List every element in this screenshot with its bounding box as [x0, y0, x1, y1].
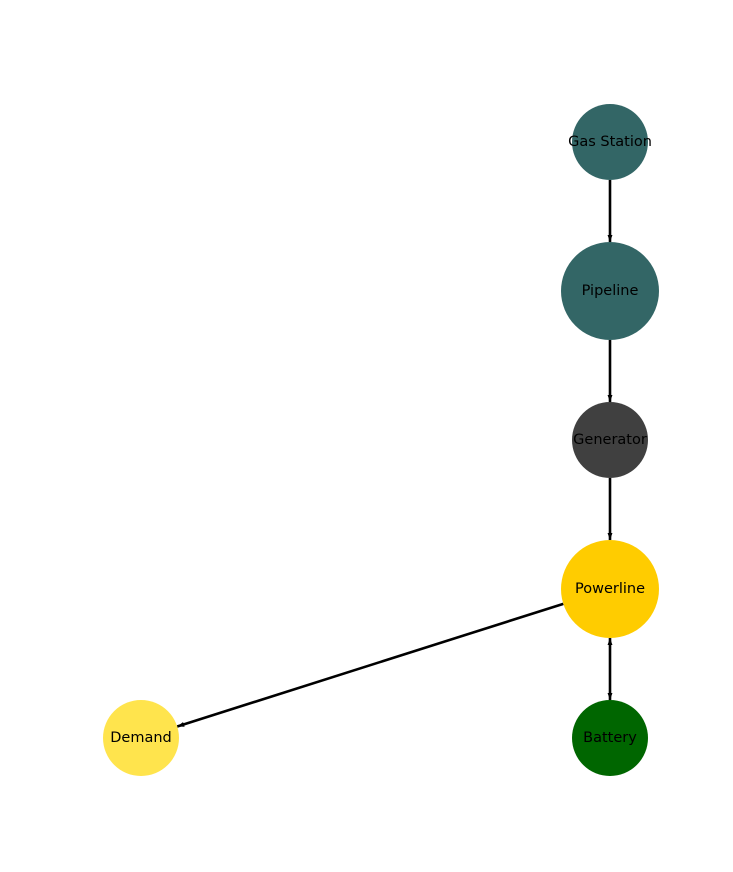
- node-label-demand: Demand: [110, 730, 172, 746]
- node-gas_station: Gas Station: [568, 104, 652, 180]
- node-demand: Demand: [103, 700, 179, 776]
- node-circle-generator: [572, 402, 648, 478]
- node-label-powerline: Powerline: [575, 581, 645, 597]
- node-powerline: Powerline: [561, 540, 659, 638]
- node-generator: Generator: [572, 402, 648, 478]
- node-circle-demand: [103, 700, 179, 776]
- nodes-layer: Gas StationPipelineGeneratorPowerlineDem…: [103, 104, 659, 776]
- edges-layer: [176, 180, 613, 728]
- node-battery: Battery: [572, 700, 648, 776]
- node-circle-pipeline: [561, 242, 659, 340]
- node-label-pipeline: Pipeline: [582, 283, 639, 299]
- node-label-gas_station: Gas Station: [568, 134, 652, 150]
- node-circle-gas_station: [572, 104, 648, 180]
- node-pipeline: Pipeline: [561, 242, 659, 340]
- node-label-generator: Generator: [573, 432, 647, 448]
- edge-powerline-to-demand: [176, 602, 564, 728]
- node-circle-battery: [572, 700, 648, 776]
- node-label-battery: Battery: [583, 730, 637, 746]
- node-circle-powerline: [561, 540, 659, 638]
